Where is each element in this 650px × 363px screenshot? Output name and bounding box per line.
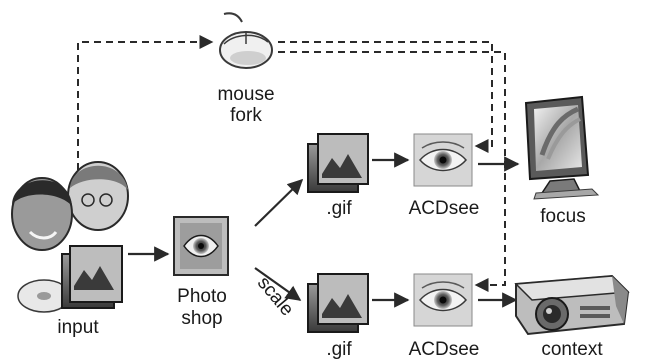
gif-top-label: .gif [326, 198, 352, 219]
context-label: context [541, 339, 603, 360]
image-folder-icon [307, 273, 369, 333]
people-icon [11, 161, 129, 313]
acdsee-eye-icon [413, 133, 473, 187]
flow-arrows [128, 152, 520, 308]
acdsee-eye-icon [413, 273, 473, 327]
crt-monitor-icon [524, 95, 600, 200]
acdsee-top-label: ACDsee [409, 198, 480, 219]
input-label: input [57, 317, 99, 338]
focus-label: focus [540, 206, 585, 227]
fork-label: fork [230, 105, 262, 126]
scale-label: scale [253, 273, 298, 320]
video-projector-icon [514, 274, 630, 336]
dashed-input-to-mouse [77, 35, 214, 170]
image-folder-icon [307, 133, 369, 193]
dashed-mouse-to-acdsee-top [278, 41, 493, 153]
mouse-label: mouse [217, 84, 274, 105]
shop-label: shop [181, 308, 222, 329]
photoshop-eye-icon [173, 216, 229, 276]
acdsee-bottom-label: ACDsee [409, 339, 480, 360]
computer-mouse-icon [219, 12, 273, 69]
arrow-photoshop-to-gif-top [254, 178, 304, 227]
gif-bottom-label: .gif [326, 339, 352, 360]
dashed-mouse-to-acdsee-bottom [278, 51, 506, 292]
photo-label: Photo [177, 286, 227, 307]
arrow-photoshop-to-gif-bottom [254, 267, 302, 301]
dashed-connectors [77, 35, 506, 292]
